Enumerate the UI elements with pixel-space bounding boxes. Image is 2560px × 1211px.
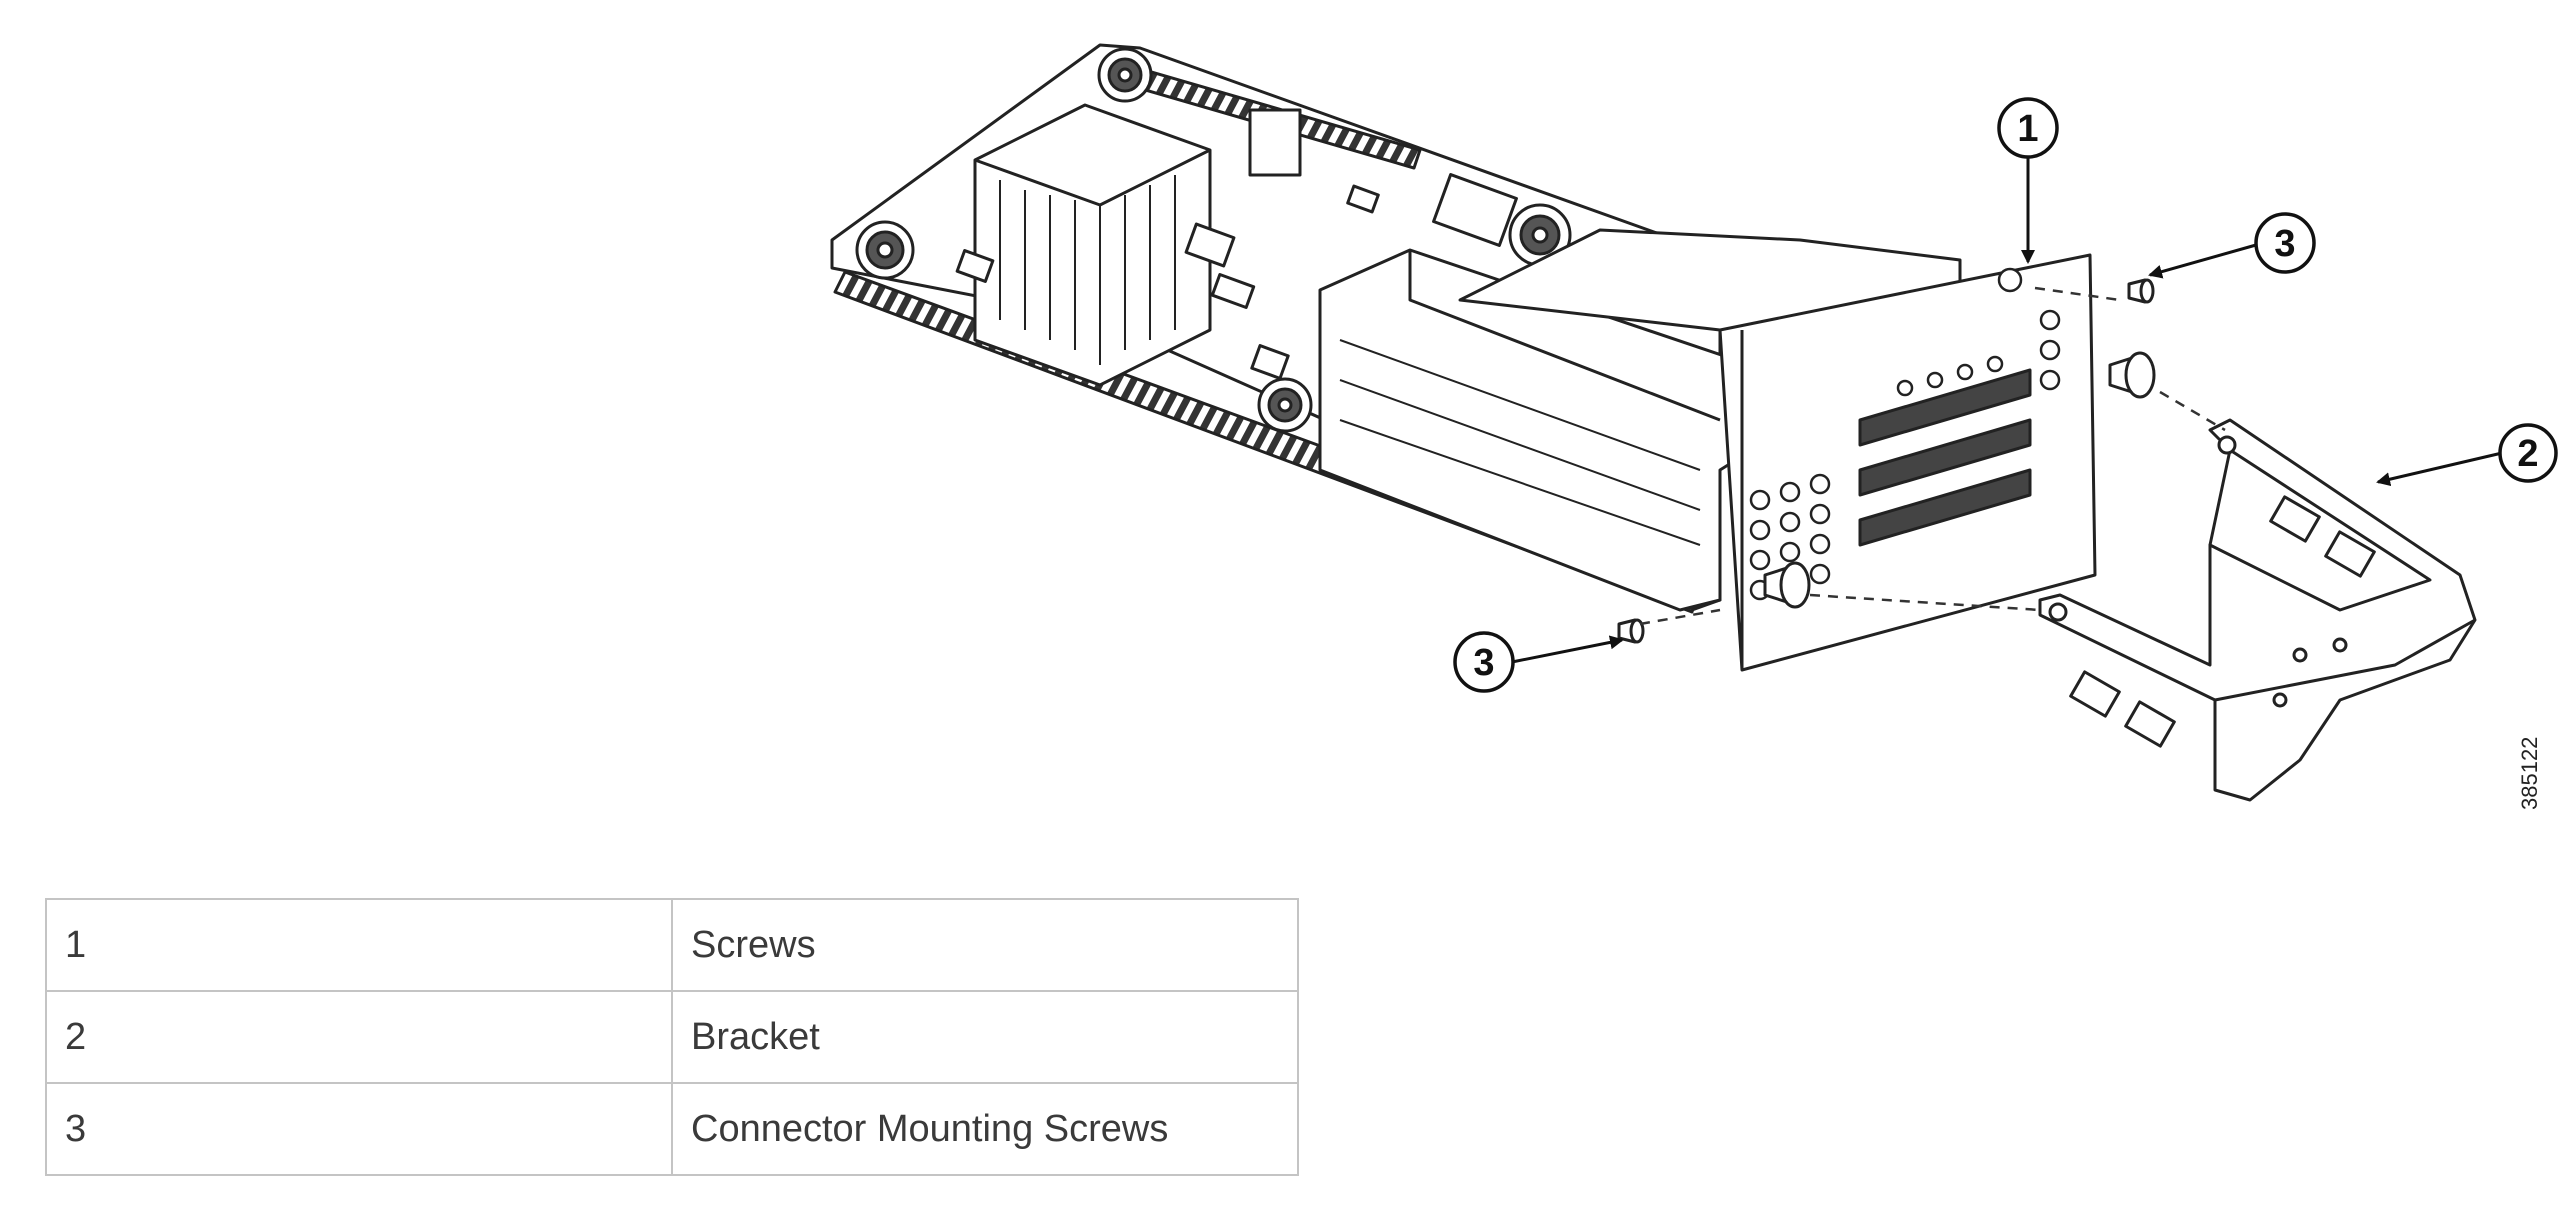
alignment-lines xyxy=(1639,286,2226,626)
small-screw xyxy=(1617,618,1645,644)
table-row: 3 Connector Mounting Screws xyxy=(45,1082,1299,1176)
legend-description: Screws xyxy=(671,898,1299,992)
faceplate-connectors xyxy=(1858,368,2032,547)
chip xyxy=(955,249,995,283)
bracket xyxy=(2038,418,2477,802)
chip xyxy=(1250,344,1290,380)
figure-id: 385122 xyxy=(2517,737,2542,810)
legend-description: Bracket xyxy=(671,990,1299,1084)
module-drawing xyxy=(830,43,2477,802)
board-gear xyxy=(1097,47,1153,103)
table-row: 2 Bracket xyxy=(45,990,1299,1084)
assembly-diagram: 1 3 2 3 385122 xyxy=(830,43,2558,810)
legend-number: 2 xyxy=(45,990,673,1084)
callout-3-bottom: 3 xyxy=(1453,631,1515,693)
legend-number: 3 xyxy=(45,1082,673,1176)
center-housing xyxy=(1318,248,1842,612)
table-row: 1 Screws xyxy=(45,898,1299,992)
callout-leaders xyxy=(1511,158,2503,664)
callout-1: 1 xyxy=(1997,97,2059,159)
board-gear xyxy=(1257,377,1313,433)
faceplate-holes xyxy=(1749,267,2061,601)
legend-number: 1 xyxy=(45,898,673,992)
svg-text:3: 3 xyxy=(2274,223,2295,265)
diagram-svg: 1 3 2 3 385122 xyxy=(830,43,2558,810)
bracket-slot xyxy=(2124,700,2176,748)
legend-table: 1 Screws 2 Bracket 3 Connector Mounting … xyxy=(45,898,1299,1176)
svg-text:2: 2 xyxy=(2517,433,2538,475)
legend-description: Connector Mounting Screws xyxy=(671,1082,1299,1176)
callout-3-top: 3 xyxy=(2254,212,2316,274)
board-gear xyxy=(855,220,915,280)
board-gear xyxy=(1508,203,1572,267)
svg-text:1: 1 xyxy=(2017,108,2038,150)
chip xyxy=(1184,222,1236,268)
callout-2: 2 xyxy=(2498,423,2558,483)
chip xyxy=(1210,273,1256,309)
thumb-screw xyxy=(2108,351,2156,399)
chip xyxy=(1248,108,1302,177)
chip xyxy=(1346,184,1380,214)
svg-text:3: 3 xyxy=(1473,642,1494,684)
thumb-screw xyxy=(1763,561,1811,609)
heatsink xyxy=(973,103,1212,387)
bracket-slot xyxy=(2269,495,2321,543)
small-screw xyxy=(2127,278,2155,304)
bracket-slot xyxy=(2324,530,2376,578)
bracket-slot xyxy=(2069,670,2121,718)
chip xyxy=(1432,173,1518,247)
